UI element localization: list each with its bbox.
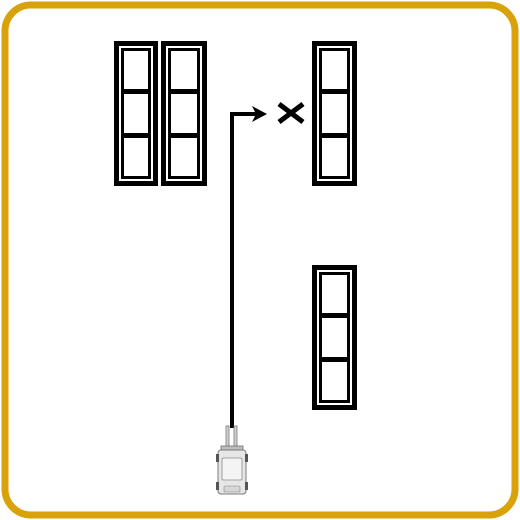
rack-2-shelf-1 — [171, 51, 197, 89]
rack-3-shelf-1 — [322, 51, 347, 89]
rack-1-shelf-1 — [124, 51, 148, 89]
x-mark-icon — [277, 102, 305, 124]
rack-1 — [114, 41, 158, 186]
forklift-robot-icon — [216, 425, 248, 495]
arrow-path-icon — [230, 106, 267, 428]
rack-1-shelf-3 — [124, 138, 148, 176]
rack-2 — [161, 41, 207, 186]
rack-4-shelf-2 — [322, 318, 347, 357]
rack-4 — [312, 265, 357, 410]
rack-2-shelf-3 — [171, 138, 197, 176]
rack-3-shelf-3 — [322, 138, 347, 176]
rack-4-shelf-1 — [322, 275, 347, 313]
rack-2-shelf-2 — [171, 94, 197, 133]
rack-3 — [312, 41, 357, 186]
rack-1-shelf-2 — [124, 94, 148, 133]
rack-4-shelf-3 — [322, 362, 347, 400]
rack-3-shelf-2 — [322, 94, 347, 133]
